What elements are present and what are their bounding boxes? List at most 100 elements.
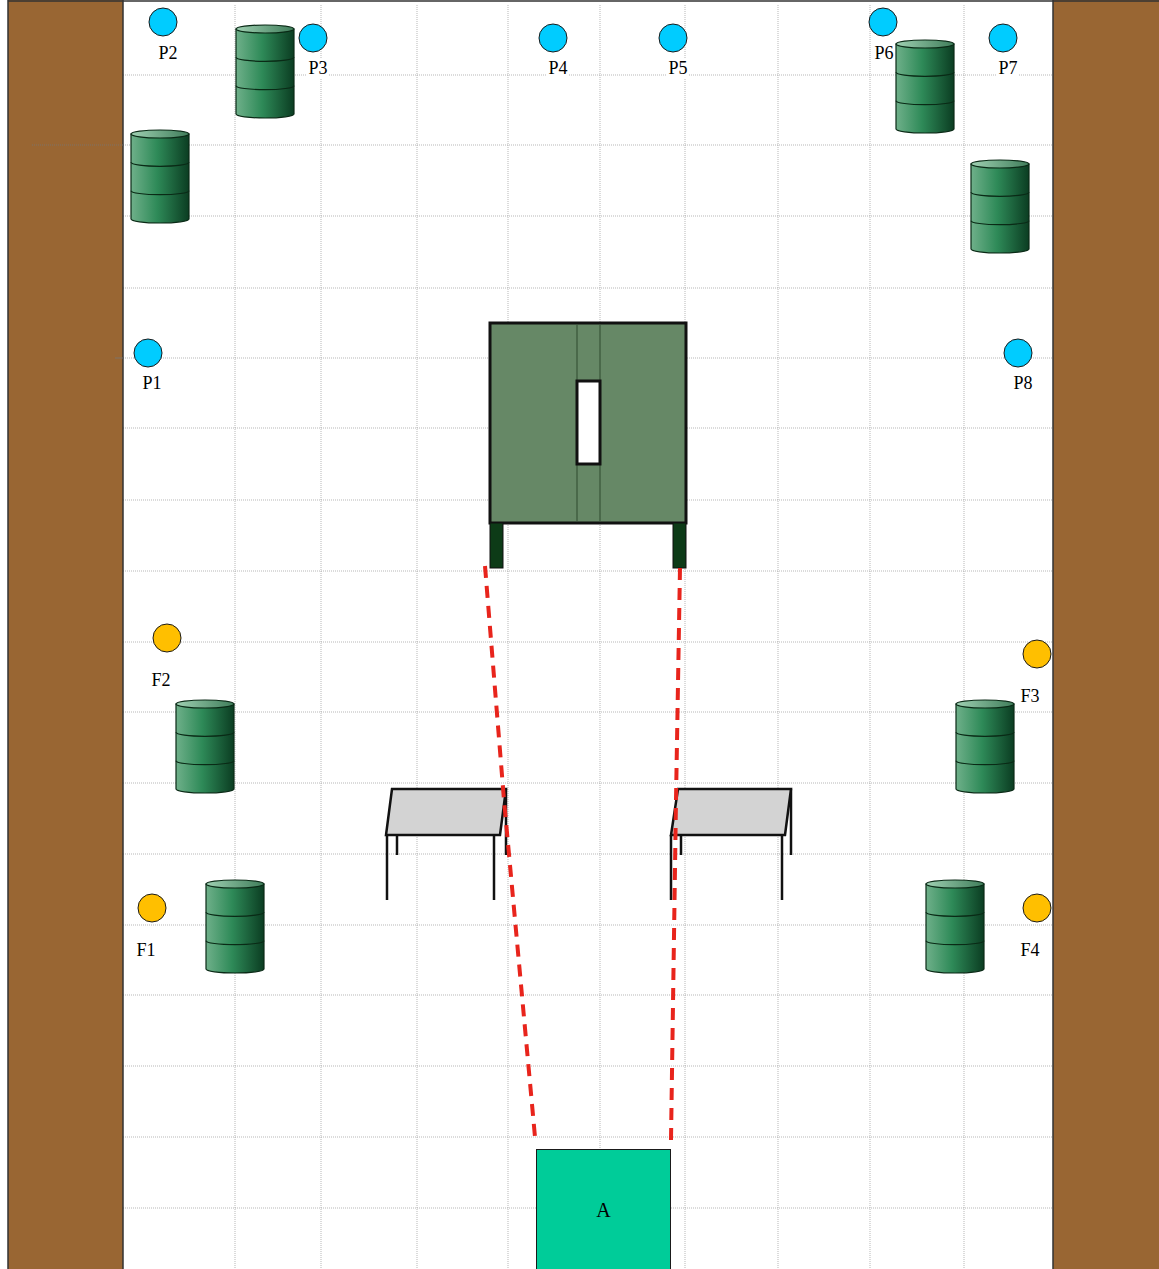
- barrel-body: [926, 884, 984, 973]
- barrel-body: [956, 704, 1014, 793]
- marker-circle: [659, 24, 687, 52]
- marker-label: F3: [1020, 686, 1041, 706]
- barrels: [131, 25, 1029, 973]
- grid-line: [964, 5, 965, 1269]
- table-leg: [781, 835, 784, 900]
- barrel-band: [971, 192, 1029, 196]
- grid-line: [321, 5, 322, 1269]
- position-marker: P5: [658, 23, 688, 53]
- grid-line: [123, 854, 1053, 855]
- barrel: [236, 25, 294, 118]
- grid-line: [123, 642, 1053, 643]
- position-marker: P8: [1003, 338, 1033, 368]
- barrel: [971, 160, 1029, 253]
- barrel: [956, 700, 1014, 793]
- barrel-band: [896, 72, 954, 76]
- marker-label: P4: [547, 58, 568, 78]
- marker-shape: [152, 623, 182, 653]
- marker-label: F1: [136, 940, 157, 960]
- barrel-band: [206, 941, 264, 945]
- grid-line: [123, 1066, 1053, 1067]
- barrel-band: [896, 101, 954, 105]
- marker-circle: [539, 24, 567, 52]
- marker-label: F4: [1020, 940, 1041, 960]
- barrel-lid: [926, 880, 984, 888]
- barrel-body: [206, 884, 264, 973]
- table-leg: [396, 835, 399, 855]
- position-marker: F1: [137, 893, 167, 923]
- barrel-lid: [971, 160, 1029, 168]
- barrel: [176, 700, 234, 793]
- barrel-body: [236, 29, 294, 118]
- wall-mark: [32, 145, 123, 146]
- table-leg: [680, 835, 683, 855]
- barrel-band: [926, 912, 984, 916]
- grid-line: [123, 783, 1053, 784]
- cabinet-slot: [577, 381, 600, 464]
- barrel-lid: [176, 700, 234, 708]
- barrel: [926, 880, 984, 973]
- table-top: [671, 789, 791, 835]
- barrel-band: [176, 761, 234, 765]
- marker-shape: [658, 23, 688, 53]
- barrel-band: [956, 732, 1014, 736]
- position-marker: F2: [152, 623, 182, 653]
- sight-lines: [485, 566, 680, 1140]
- marker-label: P8: [1012, 373, 1033, 393]
- grid-line: [417, 5, 418, 1269]
- barrel-body: [176, 704, 234, 793]
- marker-shape: [1003, 338, 1033, 368]
- barrel-lid: [236, 25, 294, 33]
- left-wall: [8, 0, 123, 1269]
- grid-line: [123, 1137, 1053, 1138]
- marker-circle: [149, 8, 177, 36]
- marker-circle: [1023, 894, 1051, 922]
- grid: [123, 5, 1053, 1269]
- marker-circle: [989, 24, 1017, 52]
- position-marker: F3: [1022, 639, 1052, 669]
- marker-circle: [134, 339, 162, 367]
- marker-shape: [538, 23, 568, 53]
- marker-shape: [298, 23, 328, 53]
- marker-shape: [1022, 639, 1052, 669]
- cabinet-leg: [490, 523, 503, 568]
- barrel-lid: [956, 700, 1014, 708]
- marker-circle: [869, 8, 897, 36]
- marker-label: F2: [151, 670, 172, 690]
- grid-line: [123, 571, 1053, 572]
- wall-mark: [115, 358, 123, 359]
- grid-line: [123, 288, 1053, 289]
- area-box: A: [536, 1149, 671, 1269]
- table-leg: [493, 835, 496, 900]
- barrel-band: [206, 912, 264, 916]
- marker-shape: [148, 7, 178, 37]
- grid-line: [123, 145, 1053, 146]
- dashed-sight-line: [671, 568, 680, 1140]
- barrel-body: [971, 164, 1029, 253]
- barrel-lid: [896, 40, 954, 48]
- barrel-band: [176, 732, 234, 736]
- marker-shape: [868, 7, 898, 37]
- marker-circle: [1023, 640, 1051, 668]
- cabinet-body: [490, 323, 686, 523]
- tables: [386, 789, 791, 900]
- barrel-band: [956, 761, 1014, 765]
- grid-line: [778, 5, 779, 1269]
- grid-line: [685, 5, 686, 1269]
- top-edge: [8, 0, 1159, 2]
- marker-label: P6: [873, 43, 894, 63]
- grid-line: [123, 995, 1053, 996]
- grid-line: [870, 5, 871, 1269]
- marker-label: P3: [307, 58, 328, 78]
- grid-line: [600, 5, 601, 1269]
- barrel-band: [236, 86, 294, 90]
- barrel-band: [131, 162, 189, 166]
- position-marker: P1: [133, 338, 163, 368]
- right-wall: [1053, 0, 1159, 1269]
- barrel: [896, 40, 954, 133]
- grid-line: [123, 216, 1053, 217]
- table-leg: [670, 835, 673, 900]
- barrel-band: [971, 221, 1029, 225]
- grid-line: [235, 5, 236, 1269]
